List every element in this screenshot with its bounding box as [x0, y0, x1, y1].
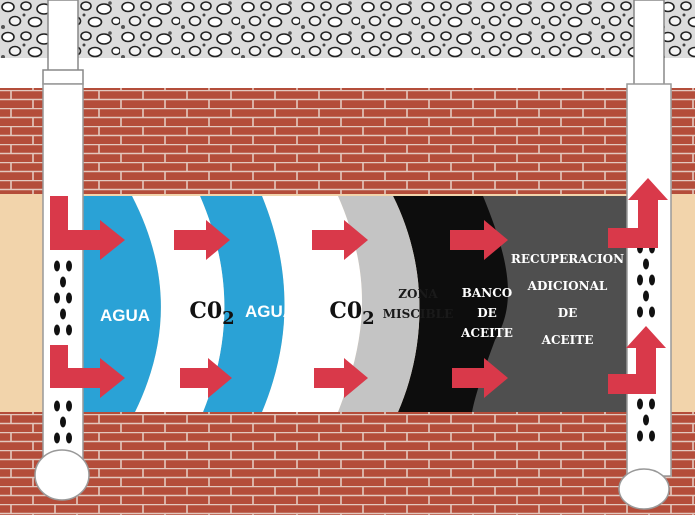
- co2-label-1: C02: [189, 298, 235, 329]
- upper-rock-layer: [0, 88, 695, 196]
- lower-rock-layer: [0, 412, 695, 515]
- water-label-2: AGUA: [244, 302, 296, 321]
- additional-recovery-label: RECUPERACION ADICIONAL DE ACEITE: [510, 252, 625, 347]
- water-label-1: AGUA: [99, 306, 151, 325]
- co2-label-2: C02: [329, 298, 375, 329]
- miscible-zone-label: ZONA MISCIBLE: [382, 287, 454, 321]
- flow-arrow-icon: [174, 220, 508, 398]
- water-zone-2: [200, 196, 285, 412]
- miscible-zone: [338, 196, 420, 412]
- injection-well-icon: [34, 0, 90, 501]
- oil-bank-label: BANCO DE ACEITE: [461, 286, 513, 340]
- flow-arrow-icon: [50, 196, 125, 398]
- flow-arrow-icon: [608, 178, 668, 394]
- gravel-layer: [0, 0, 695, 58]
- perforation-icon: [54, 242, 655, 444]
- white-band: [0, 58, 695, 88]
